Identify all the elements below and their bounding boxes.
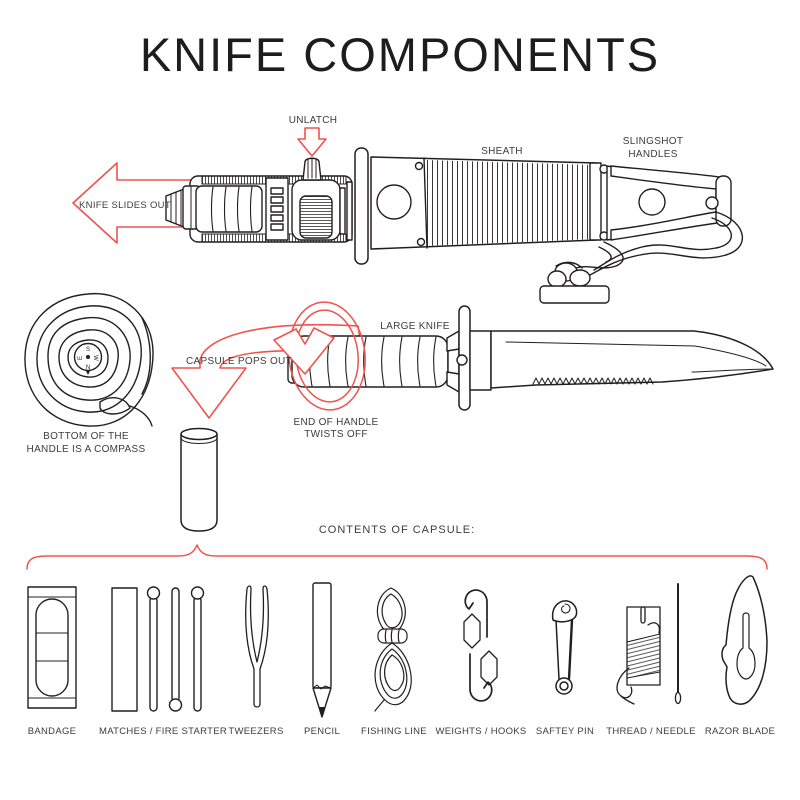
compass-north-label: N (86, 365, 90, 371)
saftey-pin-label: SAFTEY PIN (535, 726, 595, 737)
large-knife-art (287, 305, 774, 411)
compass-caption-line1: BOTTOM OF THE (43, 431, 129, 442)
razor-blade-icon (721, 575, 768, 705)
compass-south-label: S (86, 347, 90, 353)
twist-arrow (273, 301, 366, 411)
fishing-line-label: FISHING LINE (361, 726, 427, 737)
sheath-art (370, 156, 609, 250)
pencil-label: PENCIL (303, 726, 341, 737)
weights-hooks-label: WEIGHTS / HOOKS (435, 726, 527, 737)
bandage-icon (27, 586, 77, 709)
slingshot-handles-label-line1: SLINGSHOT (622, 136, 684, 147)
slingshot-handles-label-line2: HANDLES (628, 149, 678, 160)
capsule-pops-out-label: CAPSULE POPS OUT (186, 356, 292, 367)
unlatch-label: UNLATCH (288, 115, 338, 126)
large-knife-label: LARGE KNIFE (380, 321, 450, 332)
contents-of-capsule-heading: CONTENTS OF CAPSULE: (318, 524, 476, 536)
matches-icon (111, 586, 205, 712)
unlatch-arrow (297, 127, 327, 157)
compass-art: S N E W (24, 292, 154, 427)
weights-hooks-icon (463, 589, 498, 702)
contents-brace (26, 544, 768, 570)
saftey-pin-icon (551, 600, 578, 695)
tweezers-icon (245, 585, 269, 708)
razor-blade-label: RAZOR BLADE (704, 726, 776, 737)
matches-label: MATCHES / FIRE STARTER (99, 726, 227, 737)
knife-and-compass-diagram: S N E W (24, 292, 774, 532)
end-of-handle-label-line2: TWISTS OFF (304, 429, 368, 440)
fishing-line-icon (374, 587, 412, 712)
bandage-label: BANDAGE (27, 726, 77, 737)
compass-west-label: W (92, 355, 98, 361)
sheath-label: SHEATH (481, 146, 523, 157)
compass-east-label: E (78, 356, 84, 360)
end-of-handle-label-line1: END OF HANDLE (293, 417, 379, 428)
compass-caption-line2: HANDLE IS A COMPASS (26, 444, 146, 455)
sheathed-knife-diagram (72, 127, 743, 304)
capsule-contents-icons (27, 575, 768, 718)
thread-needle-icon (616, 583, 682, 705)
thread-needle-label: THREAD / NEEDLE (606, 726, 696, 737)
pencil-icon (312, 582, 332, 718)
knife-handle-art (165, 157, 353, 243)
knife-slides-out-label: KNIFE SLIDES OUT (79, 200, 171, 211)
crossguard-art (354, 147, 369, 265)
capsule-art (180, 427, 218, 532)
slingshot-art (539, 165, 743, 304)
page-title: KNIFE COMPONENTS (139, 28, 661, 81)
tweezers-label: TWEEZERS (228, 726, 284, 737)
